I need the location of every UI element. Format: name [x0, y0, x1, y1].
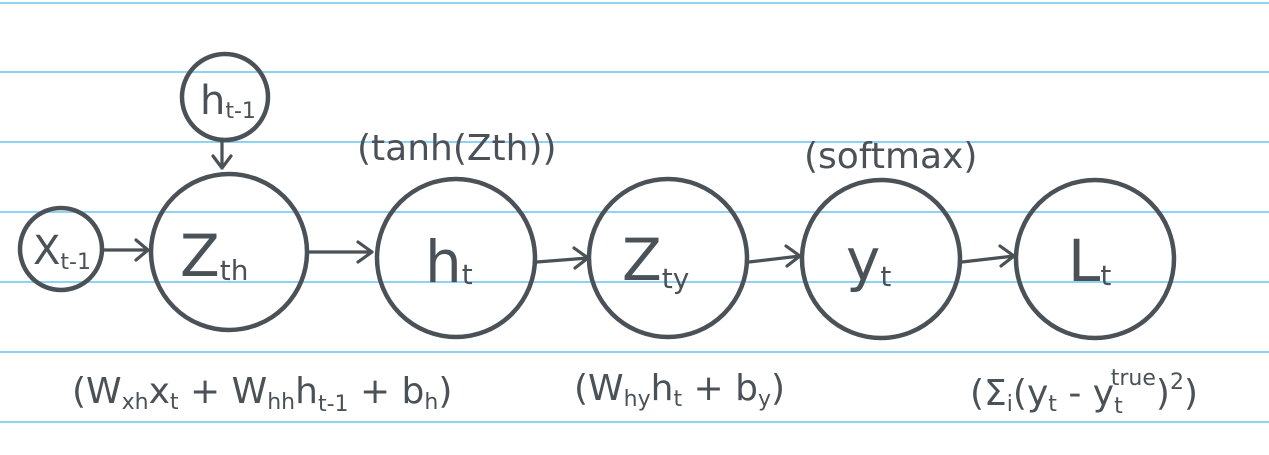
svg-text:Xt-1: Xt-1: [33, 228, 91, 275]
node-subscript: t: [462, 258, 473, 291]
svg-text:Zty: Zty: [622, 226, 689, 295]
node-label: Z: [622, 226, 662, 294]
node-z-ty: Zty: [586, 176, 750, 340]
svg-text:Zth: Zth: [180, 222, 248, 290]
edge-zty-to-yt: [747, 244, 802, 268]
node-circle: [17, 205, 105, 293]
svg-text:ht: ht: [425, 228, 473, 296]
z-th-formula: (Wxhxt + Whhht-1 + bh): [72, 371, 452, 417]
softmax-annotation: (softmax): [804, 136, 977, 177]
node-subscript: t: [880, 260, 891, 293]
node-circle: [799, 177, 963, 341]
node-circle: [148, 171, 310, 333]
node-subscript: t-1: [60, 250, 91, 275]
node-subscript: t: [1100, 259, 1111, 292]
edge-hprev-to-zth: [211, 138, 233, 170]
node-x-prev: Xt-1: [17, 205, 105, 293]
loss-formula: (Σi(yt - yttrue)2): [970, 366, 1198, 419]
edge-yt-to-lt: [960, 244, 1016, 268]
node-circle: [1013, 177, 1177, 341]
tanh-annotation: (tanh(Zth)): [357, 128, 557, 169]
svg-text:yt: yt: [846, 226, 891, 294]
node-label: X: [33, 228, 60, 274]
node-label: L: [1068, 227, 1100, 295]
node-z-th: Zth: [148, 171, 310, 333]
node-h-prev: ht-1: [179, 51, 271, 143]
z-ty-formula: (Whyht + by): [574, 368, 785, 412]
node-label: h: [200, 78, 225, 124]
svg-text:ht-1: ht-1: [200, 78, 256, 124]
node-label: Z: [180, 222, 220, 290]
node-h-t: ht: [374, 176, 538, 340]
node-circle: [374, 176, 538, 340]
edge-xprev-to-zth: [100, 238, 150, 262]
node-circle: [179, 51, 271, 143]
node-subscript: th: [220, 254, 249, 287]
svg-text:Lt: Lt: [1068, 227, 1111, 295]
node-circle: [586, 176, 750, 340]
node-label: y: [846, 226, 880, 294]
node-l-t: Lt: [1013, 177, 1177, 341]
node-subscript: ty: [662, 262, 690, 295]
edge-zth-to-ht: [306, 240, 374, 264]
edge-ht-to-zty: [535, 246, 590, 270]
node-subscript: t-1: [225, 99, 256, 124]
node-y-t: yt: [799, 177, 963, 341]
ruled-lines: [0, 2, 1269, 423]
node-label: h: [425, 228, 462, 296]
